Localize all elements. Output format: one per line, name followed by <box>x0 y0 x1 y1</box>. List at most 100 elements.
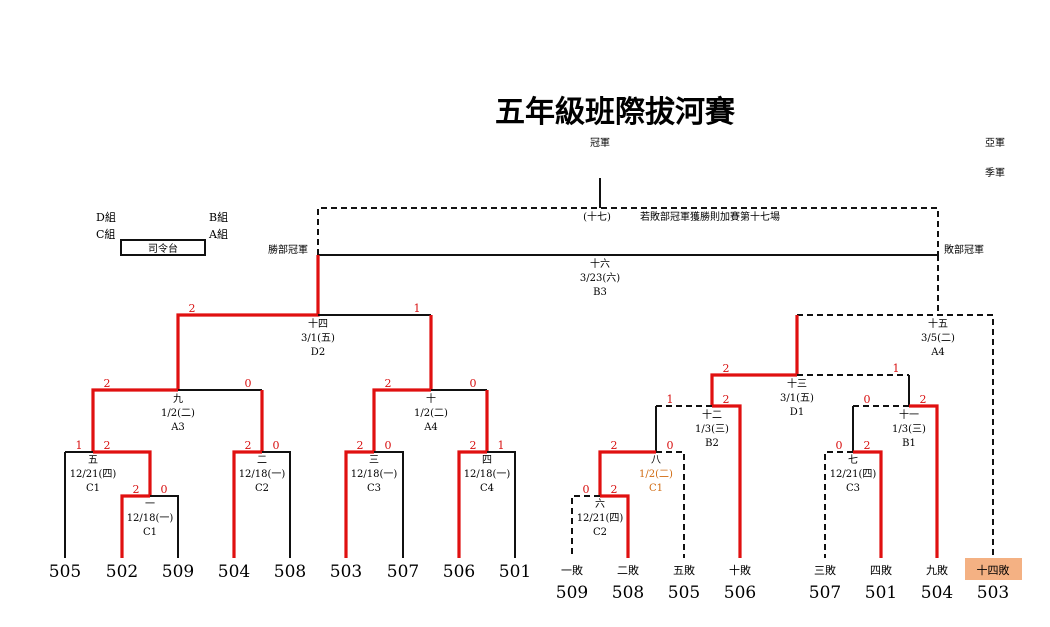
match-9-score-right: 0 <box>245 377 252 390</box>
match-1-score-right: 0 <box>161 483 168 496</box>
match-13-score-right: 1 <box>893 362 900 375</box>
match-14-score-right: 1 <box>414 302 421 315</box>
legend-c-group: C組 <box>96 228 115 241</box>
runner-up-label: 亞軍 <box>985 137 1005 149</box>
team-label: 508 <box>274 562 306 582</box>
match-5-right-arm <box>93 450 152 496</box>
match-12-right-arm <box>712 404 742 558</box>
match-2-left-arm <box>232 450 262 558</box>
team-label: 506 <box>443 562 475 582</box>
match-11-court: B1 <box>902 438 916 449</box>
team-label: 509 <box>162 562 194 582</box>
match-5-number: 五 <box>88 455 98 466</box>
match-10-number: 十 <box>426 392 436 405</box>
team-label: 505 <box>668 583 700 603</box>
team-label: 503 <box>977 583 1009 603</box>
match-10-score-right: 0 <box>470 377 477 390</box>
legend-a-group: A組 <box>208 228 228 241</box>
match-5-date: 12/21(四) <box>70 469 117 480</box>
match-15-number: 十五 <box>928 317 948 330</box>
match-16-number: 十六 <box>590 257 610 270</box>
team-label: 506 <box>724 583 756 603</box>
team-label: 503 <box>330 562 362 582</box>
match-3-court: C3 <box>367 483 381 494</box>
match-6-number: 六 <box>595 498 605 510</box>
match-3-score-left: 2 <box>357 439 364 452</box>
match-2-score-right: 0 <box>273 439 280 452</box>
match-11-score-right: 2 <box>920 393 927 406</box>
match-12-score-left: 1 <box>667 393 674 406</box>
winners-champion-label: 勝部冠軍 <box>268 243 308 256</box>
team-label: 501 <box>499 562 531 582</box>
match-8-right-arm <box>656 451 685 558</box>
match-13-left-arm <box>710 373 797 406</box>
match-15-top <box>797 314 994 558</box>
match-10-left-arm <box>372 388 431 452</box>
losers-slot-label: 十四敗 <box>977 563 1010 577</box>
match-7-number: 七 <box>848 454 858 466</box>
match-12-court: B2 <box>705 438 719 449</box>
match-1-left-arm <box>120 494 150 558</box>
match-3-right-arm <box>374 451 404 558</box>
match-13-score-left: 2 <box>723 362 730 375</box>
legend-d-group: D組 <box>96 211 116 224</box>
stage-box <box>120 239 206 256</box>
match-1-court: C1 <box>143 527 157 538</box>
team-label: 508 <box>612 583 644 603</box>
losers-slot-label: 三敗 <box>814 563 836 577</box>
team-label: 509 <box>556 583 588 603</box>
match-9-date: 1/2(二) <box>161 408 195 419</box>
match-15-date: 3/5(二) <box>921 333 955 344</box>
extra-match-number: (十七) <box>583 210 611 223</box>
match-8-date: 1/2(二) <box>639 469 673 480</box>
match-3-number: 三 <box>369 455 379 466</box>
losers-slot-label: 一敗 <box>561 563 583 577</box>
match-8-score-right: 0 <box>667 439 674 452</box>
match-13-date: 3/1(五) <box>780 393 814 404</box>
match-3-score-right: 0 <box>385 439 392 452</box>
match-4-left-arm <box>457 450 487 558</box>
match-4-score-left: 2 <box>470 439 477 452</box>
match-6-date: 12/21(四) <box>577 513 624 524</box>
match-11-number: 十一 <box>899 408 919 421</box>
match-6-court: C2 <box>593 527 607 538</box>
match-16-court: B3 <box>593 287 607 298</box>
match-9-left-arm <box>91 388 178 452</box>
match-7-left-arm <box>824 451 853 558</box>
match-8-court: C1 <box>649 483 663 494</box>
match-1-right-arm <box>150 495 179 558</box>
team-label: 507 <box>387 562 419 582</box>
match-4-right-arm <box>487 451 516 558</box>
match-14-court: D2 <box>311 347 325 358</box>
losers-champion-label: 敗部冠軍 <box>944 243 984 256</box>
team-label: 502 <box>106 562 138 582</box>
match-4-court: C4 <box>480 483 494 494</box>
match-8-left-arm <box>598 450 656 496</box>
match-5-score-left: 1 <box>76 439 83 452</box>
match-12-score-right: 2 <box>723 393 730 406</box>
legend-b-group: B組 <box>209 211 228 224</box>
extra-match-box <box>317 207 939 255</box>
match-6-right-arm <box>600 494 630 558</box>
match-10-court: A4 <box>423 422 438 433</box>
match-11-score-left: 0 <box>864 393 871 406</box>
extra-match-note: 若敗部冠軍獲勝則加賽第十七場 <box>640 210 780 223</box>
match-14-left-arm <box>176 255 320 390</box>
match-14-score-left: 2 <box>189 302 196 315</box>
match-6-score-left: 0 <box>583 483 590 496</box>
team-label: 504 <box>921 583 953 603</box>
match-11-right-arm <box>909 404 939 558</box>
match-2-score-left: 2 <box>245 439 252 452</box>
match-8-score-left: 2 <box>611 439 618 452</box>
third-label: 季軍 <box>985 167 1005 179</box>
match-3-date: 12/18(一) <box>351 469 398 480</box>
match-4-date: 12/18(一) <box>464 469 511 480</box>
highlight-slot-box <box>965 558 1022 580</box>
match-3-left-arm <box>344 450 374 558</box>
team-label: 507 <box>809 583 841 603</box>
match-16-date: 3/23(六) <box>580 272 620 284</box>
match-4-score-right: 1 <box>498 439 505 452</box>
losers-slot-label: 九敗 <box>926 563 948 577</box>
losers-slot-label: 四敗 <box>870 563 892 577</box>
